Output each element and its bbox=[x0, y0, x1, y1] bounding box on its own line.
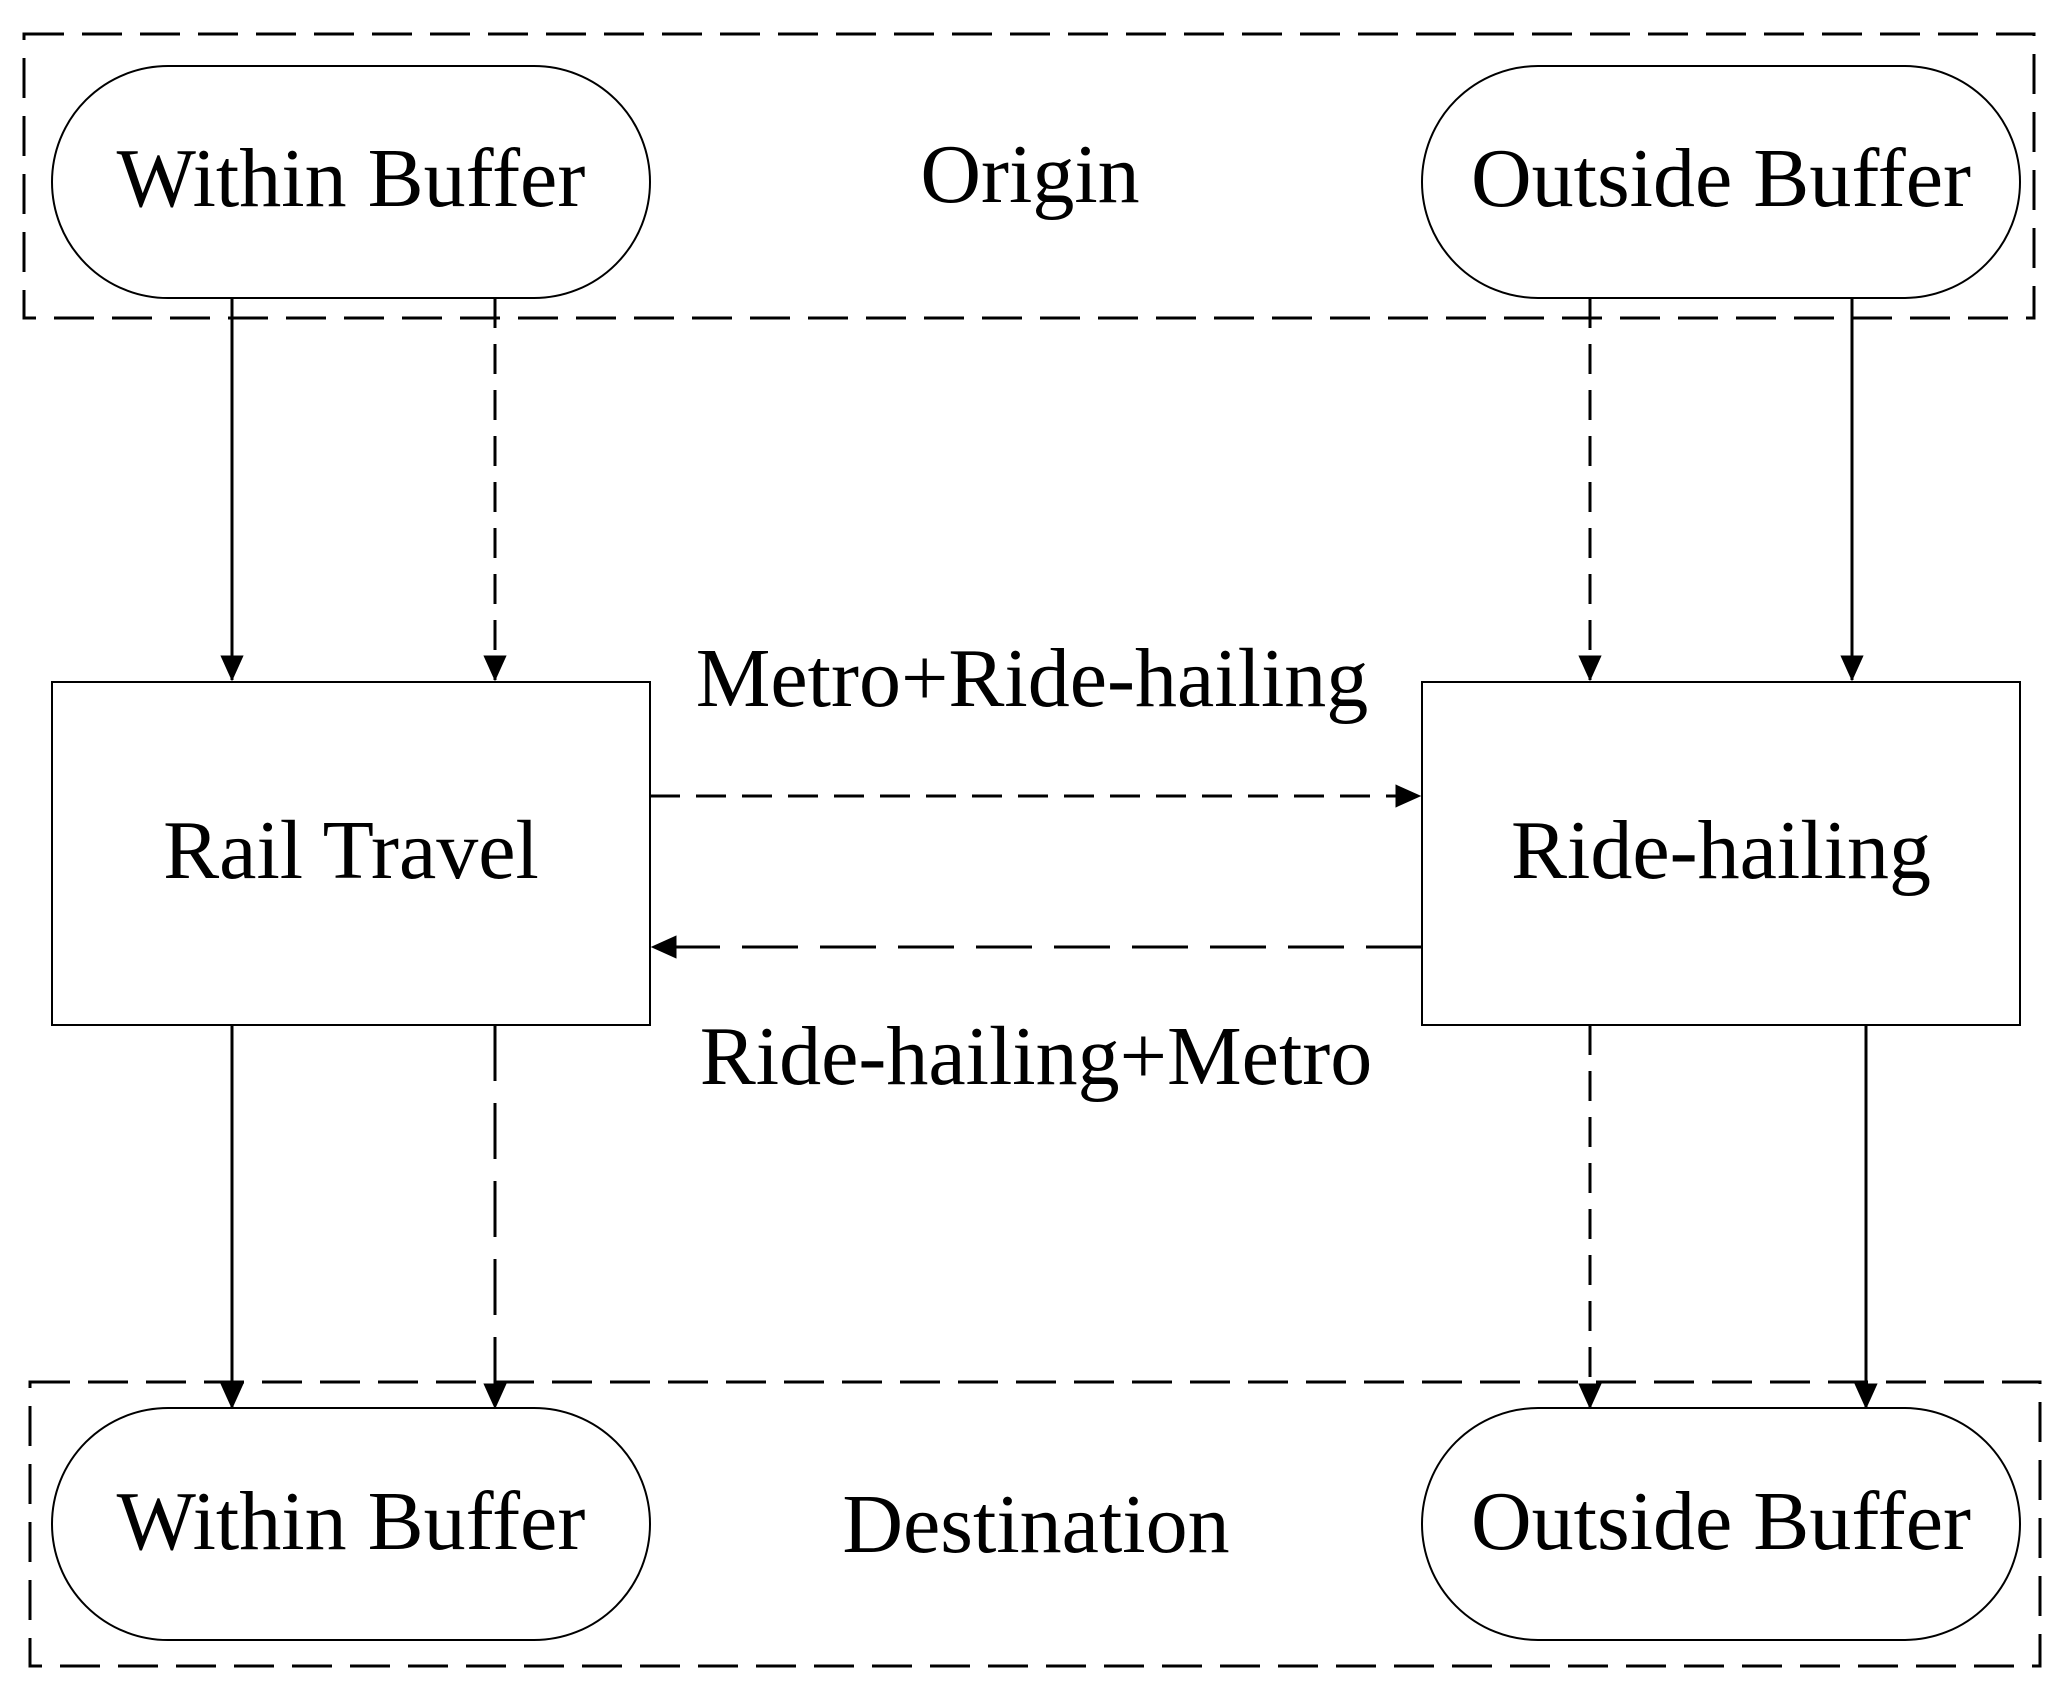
origin-within-buffer-node bbox=[51, 65, 651, 299]
destination-group bbox=[28, 1380, 2042, 1668]
destination-outside-buffer-label: Outside Buffer bbox=[1471, 1475, 1971, 1568]
origin-group bbox=[22, 32, 2036, 320]
origin-outside-buffer-node bbox=[1421, 65, 2021, 299]
destination-outside-buffer-node bbox=[1421, 1407, 2021, 1641]
destination-within-buffer-node bbox=[51, 1407, 651, 1641]
ride-hailing-metro-label: Ride-hailing+Metro bbox=[700, 1010, 1373, 1103]
rail-travel-node bbox=[51, 681, 651, 1026]
origin-within-buffer-label: Within Buffer bbox=[117, 132, 586, 225]
metro-ride-hailing-label: Metro+Ride-hailing bbox=[696, 632, 1369, 725]
origin-label: Origin bbox=[920, 128, 1139, 221]
origin-outside-buffer-label: Outside Buffer bbox=[1471, 132, 1971, 225]
ride-hailing-label: Ride-hailing bbox=[1511, 804, 1931, 897]
rail-travel-label: Rail Travel bbox=[163, 804, 539, 897]
destination-label: Destination bbox=[842, 1478, 1229, 1571]
destination-within-buffer-label: Within Buffer bbox=[117, 1475, 586, 1568]
ride-hailing-node bbox=[1421, 681, 2021, 1026]
